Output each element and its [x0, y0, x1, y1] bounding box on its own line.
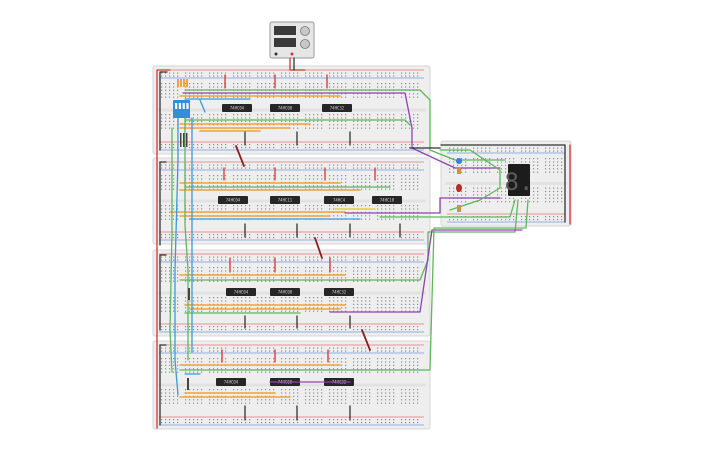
ic-chip[interactable]: 74HC04 [222, 104, 252, 112]
ic-chip-label: 74HC04 [224, 380, 239, 385]
ic-chip-label: 74HC4 [333, 198, 346, 203]
header-pins[interactable] [177, 79, 188, 87]
rail-jumper-wire[interactable] [440, 144, 566, 223]
breadboard-bb2[interactable]: 74HC04 74HC11 74HC4 74HC10 [152, 157, 431, 245]
ic-chip[interactable]: 74HC04 [216, 378, 246, 386]
signal-wire[interactable] [184, 119, 411, 126]
signal-wire[interactable] [439, 149, 501, 211]
signal-wire[interactable] [182, 92, 501, 169]
signal-wire[interactable] [379, 199, 516, 218]
seven-segment-digit: 8. [505, 168, 534, 196]
positive-terminal-icon[interactable] [290, 52, 294, 56]
voltage-knob-icon[interactable] [300, 26, 310, 36]
ic-chip-label: 74HC10 [380, 198, 395, 203]
ic-chip[interactable]: 74HC32 [324, 288, 354, 296]
ic-chip[interactable]: 74HC11 [270, 196, 300, 204]
rail-jumper-wire[interactable] [156, 69, 171, 429]
signal-wire[interactable] [344, 197, 501, 214]
resistor-lead[interactable] [361, 329, 371, 351]
dip-switch[interactable] [173, 100, 190, 118]
current-knob-icon[interactable] [300, 39, 310, 49]
current-display [274, 38, 296, 47]
ic-chip[interactable]: 74HC4 [324, 196, 354, 204]
signal-wire[interactable] [174, 111, 179, 396]
negative-terminal-icon[interactable] [274, 52, 278, 56]
ic-chip-label: 74HC08 [278, 106, 293, 111]
power-wire-positive[interactable] [289, 57, 306, 71]
ic-chip[interactable]: 74HC04 [218, 196, 248, 204]
ic-chip[interactable]: 74HC32 [322, 104, 352, 112]
led-red[interactable] [456, 184, 462, 192]
ic-chip-label: 74HC11 [278, 198, 293, 203]
power-supply[interactable] [269, 21, 315, 59]
resistor-lead[interactable] [314, 237, 323, 259]
signal-wire[interactable] [329, 229, 523, 313]
ic-chip[interactable]: 74HC04 [226, 288, 256, 296]
connector-pins[interactable] [187, 378, 189, 390]
signal-wire[interactable] [179, 199, 519, 281]
resistor[interactable] [457, 205, 461, 212]
ic-chip-label: 74HC32 [330, 106, 345, 111]
breadboard-bb1[interactable]: 74HC04 74HC08 74HC32 [152, 65, 431, 155]
signal-wire[interactable] [184, 109, 189, 361]
resistor-lead[interactable] [235, 145, 245, 167]
signal-wire[interactable] [184, 89, 506, 161]
rail-jumper-wire[interactable] [159, 344, 167, 426]
rail-jumper-wire[interactable] [159, 254, 167, 331]
seven-segment-display[interactable]: 8. [505, 164, 534, 196]
connector-pins[interactable] [188, 288, 190, 300]
led-blue[interactable] [456, 158, 462, 164]
ic-chip-label: 74HC04 [230, 106, 245, 111]
ic-chip[interactable]: 74HC08 [270, 288, 300, 296]
resistor[interactable] [457, 168, 461, 174]
rail-jumper-wire[interactable] [159, 161, 167, 246]
ic-chip-label: 74HC04 [234, 290, 249, 295]
ic-chip[interactable]: 74HC08 [270, 104, 300, 112]
voltage-display [274, 26, 296, 35]
signal-wire[interactable] [179, 199, 529, 371]
breadboard-bb3[interactable]: 74HC04 74HC08 74HC32 [152, 249, 431, 337]
ic-chip[interactable]: 74HC10 [372, 196, 402, 204]
signal-wire[interactable] [199, 99, 206, 113]
rail-jumper-wire[interactable] [159, 71, 168, 151]
ic-chip-label: 74HC08 [278, 290, 293, 295]
ic-chip-label: 74HC04 [226, 198, 241, 203]
signal-wire[interactable] [169, 127, 173, 373]
connector-pins[interactable] [180, 133, 188, 147]
ic-chip-label: 74HC32 [332, 290, 347, 295]
